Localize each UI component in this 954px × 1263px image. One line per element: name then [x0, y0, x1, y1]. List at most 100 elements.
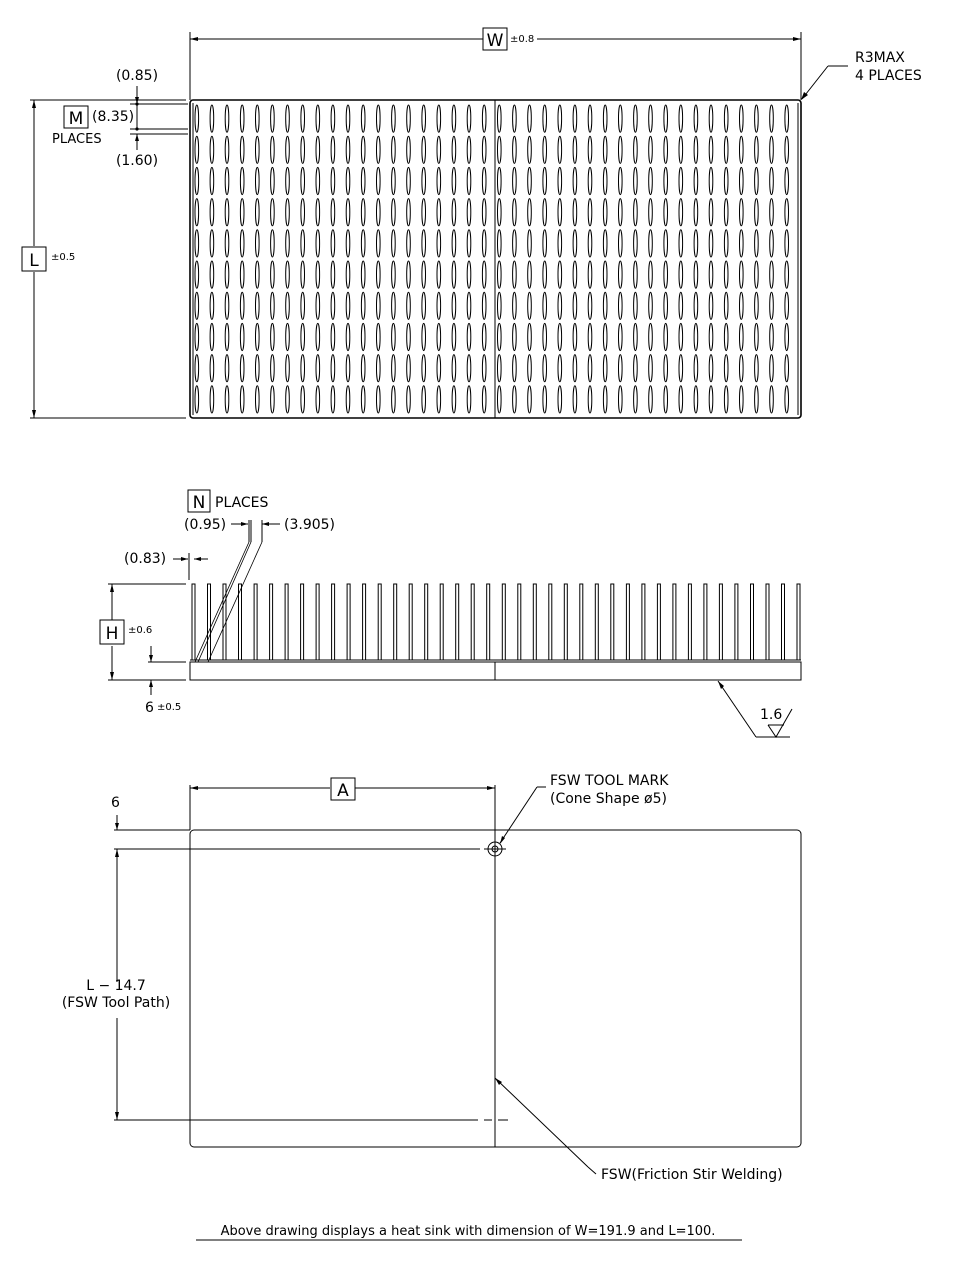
fin-section [315, 260, 321, 289]
fin-profile [501, 583, 506, 661]
fin-section [618, 322, 623, 352]
fin-section [360, 198, 366, 227]
fin-section [739, 166, 744, 196]
fin-section [512, 104, 517, 133]
fin-section [330, 198, 336, 227]
fin-section [376, 104, 381, 133]
fin-section [618, 198, 623, 227]
fin-section [602, 198, 608, 227]
fin-section [769, 291, 774, 320]
fin-section [678, 166, 684, 196]
fin-section [360, 354, 366, 383]
fin-section [784, 198, 790, 227]
fin-section [572, 260, 578, 289]
fin-section [542, 385, 548, 414]
fin-section [239, 135, 245, 164]
fin-section [497, 291, 502, 320]
fin-section [739, 260, 744, 289]
tool-mark-line1: FSW TOOL MARK [550, 773, 669, 789]
fin-section [678, 135, 684, 164]
fin-section [239, 291, 245, 320]
fin-section [360, 322, 366, 352]
fin-section [587, 104, 593, 133]
fin-profile [408, 583, 413, 661]
fin-section [209, 198, 215, 227]
fin-section [693, 166, 699, 196]
fin-section [224, 104, 230, 133]
fin-section [723, 260, 729, 289]
fin-section [557, 135, 563, 164]
fin-section [754, 166, 759, 196]
fin-section [270, 322, 275, 352]
fin-spacing-dim: (3.905) [284, 517, 335, 533]
fin-section [406, 229, 411, 258]
fin-section [527, 291, 532, 320]
fin-section [239, 260, 245, 289]
fin-section [254, 322, 260, 352]
fin-profile [734, 583, 739, 661]
fin-section [209, 385, 215, 414]
length-label: L [29, 251, 39, 271]
fin-section [194, 135, 200, 164]
fin-section [376, 198, 381, 227]
fin-profile [331, 583, 336, 661]
fin-profile [470, 583, 475, 661]
fin-section [648, 104, 653, 133]
fin-section [300, 322, 306, 352]
fin-section [421, 385, 427, 414]
fin-section [739, 385, 744, 414]
fin-section [270, 135, 275, 164]
fin-section [512, 135, 517, 164]
offset-label: A [337, 781, 349, 801]
fin-section [527, 135, 532, 164]
fin-section [542, 135, 548, 164]
fin-section [769, 260, 774, 289]
fin-section [194, 385, 200, 414]
top-offset-value: 6 [111, 795, 120, 811]
fin-section [406, 322, 411, 352]
fin-section [557, 260, 563, 289]
fin-section [723, 322, 729, 352]
fin-section [330, 385, 336, 414]
fin-pitch-value: (8.35) [92, 109, 134, 125]
fin-section [209, 166, 215, 196]
fin-section [421, 354, 427, 383]
fin-section [602, 354, 608, 383]
fin-section [285, 385, 290, 414]
fin-section [739, 104, 744, 133]
fin-section [723, 354, 729, 383]
fin-section [708, 166, 714, 196]
fin-section [391, 135, 396, 164]
fin-section [466, 229, 472, 258]
fin-section [542, 354, 548, 383]
fin-section [345, 135, 351, 164]
fin-section [769, 322, 774, 352]
fin-section [330, 260, 336, 289]
fin-section [527, 198, 532, 227]
fin-section [209, 354, 215, 383]
fin-section [527, 322, 532, 352]
fin-section [723, 229, 729, 258]
fin-profile [377, 583, 382, 661]
fin-section [421, 198, 427, 227]
fin-profile [439, 583, 444, 661]
fin-section [557, 291, 563, 320]
fin-section [587, 354, 593, 383]
fin-section [421, 322, 427, 352]
fin-section [784, 135, 790, 164]
fin-section [602, 260, 608, 289]
fin-section [345, 198, 351, 227]
fin-section [194, 198, 200, 227]
fin-count-places: PLACES [215, 495, 269, 511]
fin-section [678, 198, 684, 227]
fin-section [254, 260, 260, 289]
fin-section [678, 104, 684, 133]
fin-section [572, 354, 578, 383]
fin-section [345, 166, 351, 196]
fin-section [224, 260, 230, 289]
fin-section [542, 260, 548, 289]
offset-dimension: A [189, 777, 495, 830]
fin-section [194, 260, 200, 289]
height-label: H [106, 624, 119, 644]
